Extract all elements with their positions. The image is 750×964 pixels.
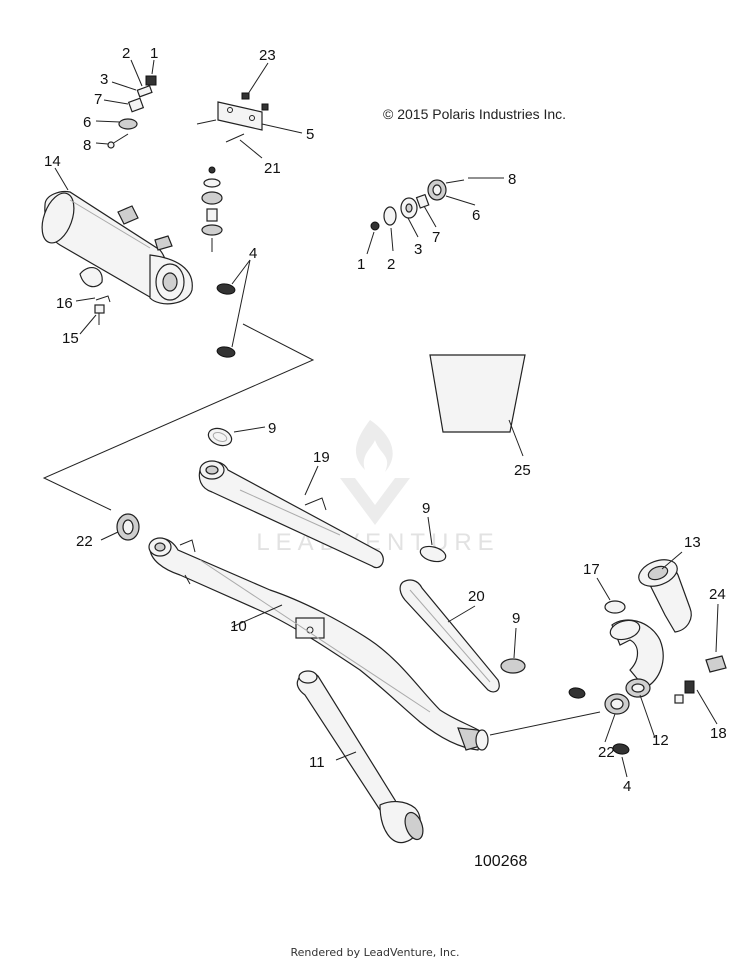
callout-9-upper: 9 bbox=[268, 420, 276, 437]
callout-23: 23 bbox=[259, 47, 276, 64]
callout-4-lower: 4 bbox=[623, 778, 631, 795]
callout-1-top: 1 bbox=[150, 45, 158, 62]
callout-7-right: 7 bbox=[432, 229, 440, 246]
clamp-lower bbox=[500, 658, 526, 674]
callout-22-left: 22 bbox=[76, 533, 93, 550]
callout-3-right: 3 bbox=[414, 241, 422, 258]
callout-24: 24 bbox=[709, 586, 726, 603]
callout-2-right: 2 bbox=[387, 256, 395, 273]
callout-17: 17 bbox=[583, 561, 600, 578]
callout-7-top: 7 bbox=[94, 91, 102, 108]
callout-labels: 1 2 3 7 6 8 23 5 21 14 4 16 15 8 6 7 3 2… bbox=[44, 45, 727, 795]
copyright-text: © 2015 Polaris Industries Inc. bbox=[383, 106, 566, 122]
springs-lower bbox=[568, 687, 630, 755]
callout-10: 10 bbox=[230, 618, 247, 635]
leadventure-watermark: LEADVENTURE bbox=[256, 420, 494, 556]
callout-13: 13 bbox=[684, 534, 701, 551]
mount-hardware-left bbox=[107, 75, 157, 149]
callout-8-top: 8 bbox=[83, 137, 91, 154]
callout-2-top: 2 bbox=[122, 45, 130, 62]
callout-8-right: 8 bbox=[508, 171, 516, 188]
grommet-stack bbox=[201, 166, 223, 252]
callout-19: 19 bbox=[313, 449, 330, 466]
callout-20: 20 bbox=[468, 588, 485, 605]
tail-pipe bbox=[296, 670, 424, 844]
mount-bracket bbox=[196, 92, 269, 143]
callout-22-right: 22 bbox=[598, 744, 615, 761]
callout-14: 14 bbox=[44, 153, 61, 170]
clamp-upper bbox=[207, 427, 233, 447]
callout-3-top: 3 bbox=[100, 71, 108, 88]
callout-1-right: 1 bbox=[357, 256, 365, 273]
clamp-middle bbox=[419, 545, 447, 563]
callout-11: 11 bbox=[309, 754, 325, 771]
callout-18: 18 bbox=[710, 725, 727, 742]
flange-pipe bbox=[638, 559, 692, 633]
callout-6-top: 6 bbox=[83, 114, 91, 131]
muffler-fasteners bbox=[94, 295, 111, 325]
springs-upper bbox=[216, 283, 236, 358]
heat-label bbox=[429, 354, 526, 433]
callout-16: 16 bbox=[56, 295, 73, 312]
callout-5: 5 bbox=[306, 126, 314, 143]
callout-25: 25 bbox=[514, 462, 531, 479]
callout-4-upper: 4 bbox=[249, 245, 257, 262]
elbow-pipe bbox=[609, 619, 664, 698]
heat-shield bbox=[399, 579, 500, 693]
footer-credit: Rendered by LeadVenture, Inc. bbox=[290, 946, 459, 959]
callout-9-lower: 9 bbox=[512, 610, 520, 627]
heat-shield-pipe bbox=[198, 460, 384, 569]
callout-15: 15 bbox=[62, 330, 79, 347]
callout-6-right: 6 bbox=[472, 207, 480, 224]
o-ring bbox=[604, 600, 626, 614]
callout-9-middle: 9 bbox=[422, 500, 430, 517]
mount-hardware-right bbox=[370, 179, 465, 231]
head-pipe bbox=[148, 537, 489, 751]
callout-12: 12 bbox=[652, 732, 669, 749]
muffler bbox=[41, 190, 193, 305]
callout-21: 21 bbox=[264, 160, 281, 177]
diagram-number: 100268 bbox=[474, 853, 527, 870]
nut bbox=[705, 655, 727, 673]
o2-sensor bbox=[674, 680, 695, 704]
